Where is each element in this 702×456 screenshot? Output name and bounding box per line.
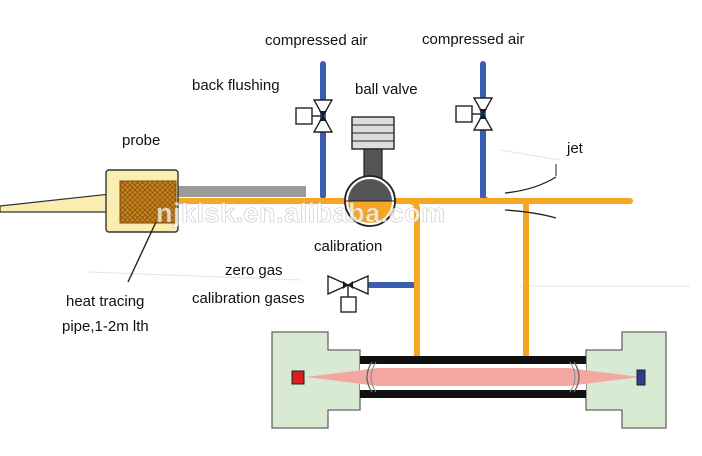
probe-tip — [0, 193, 111, 213]
ball-valve — [344, 116, 396, 227]
heat-tracing-leader — [127, 221, 157, 283]
watermark: njklsk.en.alibaba.com — [156, 198, 446, 229]
emitter — [291, 370, 305, 385]
label-calibration-gases: calibration gases — [192, 290, 305, 307]
label-heat-tracing-line1: heat tracing — [66, 293, 145, 310]
gas-lines — [175, 198, 633, 365]
calibration-valve — [327, 274, 369, 313]
jet-air-valve — [455, 97, 494, 131]
probe — [0, 169, 179, 233]
label-jet: jet — [567, 140, 583, 157]
left-flange — [271, 331, 361, 429]
right-flange — [585, 331, 667, 429]
label-heat-tracing-line2: pipe,1-2m lth — [62, 318, 149, 335]
label-zero-gas: zero gas — [225, 262, 283, 279]
label-ball-valve: ball valve — [355, 81, 418, 98]
label-probe: probe — [122, 132, 161, 149]
light-beam — [378, 368, 568, 386]
back-flushing-valve — [295, 99, 334, 133]
tube-top-wall — [360, 356, 586, 364]
measurement-cell — [271, 331, 667, 429]
label-back-flushing: back flushing — [192, 77, 280, 94]
beam-cone-left — [306, 368, 378, 386]
heat-tracing-pipe — [178, 186, 306, 197]
tube-bottom-wall — [360, 390, 586, 398]
background-lines — [87, 149, 690, 287]
label-compressed-air-right: compressed air — [422, 31, 525, 48]
jet-nozzle — [504, 176, 557, 219]
probe-filter-mesh — [119, 180, 177, 224]
beam-cone-right — [568, 368, 640, 386]
detector — [636, 369, 646, 386]
label-calibration: calibration — [314, 238, 383, 255]
label-compressed-air-left: compressed air — [265, 32, 368, 49]
